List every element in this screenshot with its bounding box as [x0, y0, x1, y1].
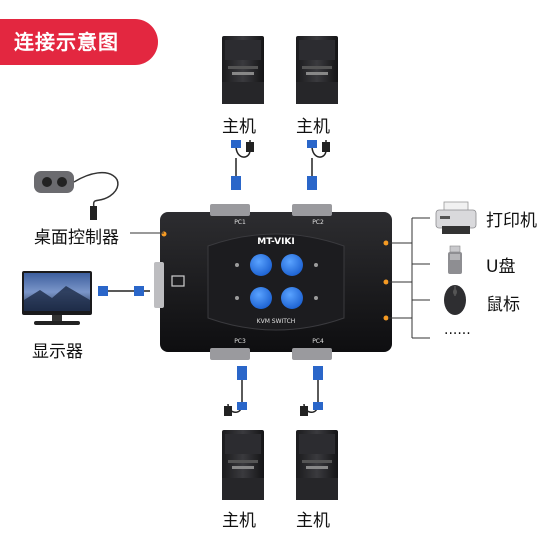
vga-connector: [237, 366, 247, 380]
vga-connector: [313, 402, 323, 410]
pc-label-2: 主机: [296, 117, 330, 137]
pc-tower-2: [296, 36, 338, 104]
usb-connector: [246, 142, 254, 152]
printer-label: 打印机: [486, 211, 537, 231]
vga-connector: [231, 176, 241, 190]
port-label-pc4: PC4: [312, 338, 324, 345]
mouse-label: 鼠标: [486, 295, 520, 315]
usb-connector: [224, 406, 232, 416]
indicator-led: [235, 296, 239, 300]
printer-icon: [435, 201, 477, 234]
status-led: [161, 231, 167, 237]
desk-controller-icon: [34, 171, 119, 220]
status-led: [383, 315, 389, 321]
usb-drive-icon: [448, 245, 462, 274]
indicator-led: [314, 263, 318, 267]
pc-tower-4: [296, 430, 338, 500]
monitor-cable: [98, 286, 150, 296]
pc-label-4: 主机: [296, 511, 330, 531]
vga-connector: [307, 140, 317, 148]
indicator-led: [235, 263, 239, 267]
pc-label-1: 主机: [222, 117, 256, 137]
port-label-pc3: PC3: [234, 338, 246, 345]
port-label-pc1: PC1: [234, 219, 246, 226]
port-label-pc2: PC2: [312, 219, 324, 226]
kvm-switch: [154, 204, 392, 360]
vga-connector: [231, 140, 241, 148]
usb-connector: [322, 142, 330, 152]
switch-button-3[interactable]: [250, 287, 272, 309]
pc-tower-3: [222, 430, 264, 500]
more-devices-label: ......: [444, 322, 471, 338]
status-led: [383, 279, 389, 285]
pc-tower-1: [222, 36, 264, 104]
peripheral-bracket: [388, 217, 430, 339]
switch-button-4[interactable]: [281, 287, 303, 309]
indicator-led: [314, 296, 318, 300]
switch-button-1[interactable]: [250, 254, 272, 276]
controller-label: 桌面控制器: [34, 228, 119, 248]
switch-button-2[interactable]: [281, 254, 303, 276]
status-led: [383, 240, 389, 246]
mouse-icon: [444, 285, 466, 315]
pc-label-3: 主机: [222, 511, 256, 531]
vga-connector: [313, 366, 323, 380]
monitor-label: 显示器: [32, 342, 83, 362]
switch-brand: MT-VIKI: [257, 237, 295, 247]
diagram-title-badge: 连接示意图: [0, 19, 158, 65]
vga-connector: [307, 176, 317, 190]
vga-connector: [237, 402, 247, 410]
usb-drive-label: U盘: [486, 257, 516, 277]
switch-model: KVM SWITCH: [257, 318, 296, 325]
usb-connector: [300, 406, 308, 416]
monitor-icon: [22, 271, 92, 325]
